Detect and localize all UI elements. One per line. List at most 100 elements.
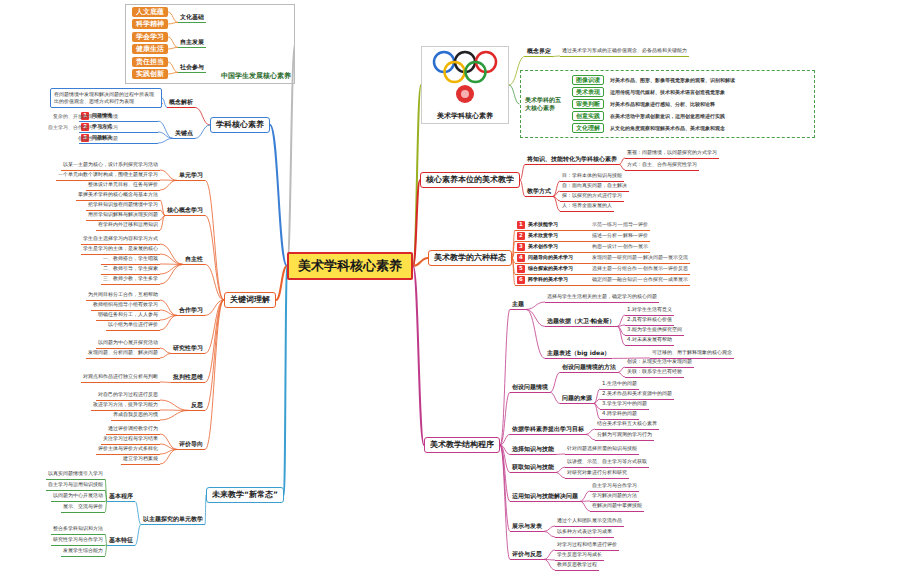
topic-text: 自主学习与运用知识技能: [48, 481, 103, 487]
topic-text: 以小组为单位进行评价: [108, 321, 158, 327]
topic-text: 选题依据（大卫·帕金斯）: [547, 317, 615, 324]
note-label: 自主学习、合作学习、探究学习: [48, 124, 118, 131]
topic-text: 审美判断: [572, 99, 604, 109]
branch-line: [168, 72, 178, 74]
topic-text: 以问题为中心开展活动: [53, 492, 103, 498]
leaf-topic: 选择与学生生活相关的主题，确定学习的核心问题: [545, 293, 659, 302]
branch-line: [160, 310, 177, 315]
central-topic: 美术学科核心素养: [287, 252, 413, 281]
topic-text: 学生自主选择学习内容和学习方式: [83, 235, 158, 241]
topic-text: 教师组织与指导小组有效学习: [93, 301, 158, 307]
topic-text: 美术学科核心素养: [437, 112, 493, 120]
topic-text: 运用传统与现代媒材、技术和美术语言创造视觉形象: [610, 89, 725, 95]
topic-text: 美术学科核心素养: [298, 258, 402, 273]
subtopic: 合作学习: [177, 306, 205, 316]
branch-line: [105, 545, 107, 556]
branch-line: [158, 121, 173, 138]
leaf-topic: 创设：从现实生活中发现问题: [625, 358, 694, 367]
leaf-topic: 分解为可观测的学习行为: [595, 431, 654, 440]
topic-text: 健康生活: [136, 45, 164, 53]
branch-line: [160, 300, 177, 315]
topic-text: 目：学科本体的知识与技能: [562, 172, 622, 178]
leaf-topic: 三、教师少教，学生多学: [101, 275, 160, 284]
branch-line: [413, 266, 424, 445]
branch-line: [158, 132, 173, 138]
subtopic: 选题依据（大卫·帕金斯）: [545, 317, 617, 327]
topic-text: 图像识读: [572, 75, 604, 85]
topic-text: 基本程序: [109, 492, 133, 499]
subtopic: 核心概念学习: [165, 206, 205, 216]
leaf-topic: 教师组织与指导小组有效学习: [91, 301, 160, 310]
subtopic: 获取知识与技能: [510, 463, 556, 473]
topic-text: 自主发展: [180, 38, 204, 45]
branch-line: [160, 215, 165, 230]
branch-line: [553, 191, 560, 196]
subtopic: 问题的来源: [560, 394, 594, 404]
topic-text: 跨学科的美术学习: [528, 276, 588, 283]
topic-text: 建立学习档案袋: [123, 455, 158, 461]
subtopic: 社会参与: [178, 63, 206, 73]
topic-text: 6: [517, 276, 525, 283]
topic-text: 2.具有学科核心价值: [627, 316, 672, 322]
subtopic: 基本特征: [107, 536, 135, 546]
branch-line: [168, 12, 178, 22]
topic-text: 问题的来源: [562, 394, 592, 401]
branch-line: [160, 353, 171, 358]
branch-line: [284, 266, 287, 495]
topic-text: 运用知识与技能解决问题: [512, 492, 578, 499]
topic-text: 通过评价调控教学行为: [108, 425, 158, 431]
branch-line: [500, 434, 510, 445]
topic-text: 方式：自主、合作与探究性学习: [627, 161, 697, 167]
topic-text: 对研究对象进行分析和研究: [567, 469, 627, 475]
branch-line: [553, 56, 560, 57]
leaf-topic: 关联：联系学生已有经验: [625, 368, 684, 377]
topic-text: 文化理解: [572, 123, 604, 133]
topic-text: 将知识、技能转化为学科核心素养: [527, 155, 617, 162]
leaf-topic: 通过个人和团队展示交流作品: [555, 517, 624, 526]
branch-line: [500, 392, 510, 445]
topic-text: 以问题为中心展开探究活动: [98, 339, 158, 345]
topic-text: 单元学习: [179, 171, 203, 178]
leaf-topic: 探：以探究的方式进行学习: [560, 192, 624, 201]
ring: [466, 62, 486, 82]
branch-line: [160, 382, 171, 383]
topic-text: 评价主体与评价方式多样化: [98, 445, 158, 451]
topic-text: 对美术作品和现象进行感知、分析、比较和诠释: [610, 101, 715, 107]
subtopic: 依据学科素养提出学习目标: [510, 425, 586, 435]
topic-text: 4: [517, 254, 525, 261]
literacy-item: 创意实践在美术活动中形成创新意识，运用创意思维进行实践: [572, 111, 725, 121]
branch-line: [526, 309, 545, 326]
topic-text: 针对问题选择所需的知识与技能: [567, 445, 637, 451]
topic-text: 把学科知识放在问题情境中学习: [88, 201, 158, 207]
branch-line: [526, 302, 545, 309]
subtopic: 概念解析: [167, 98, 195, 108]
leaf-topic: 在学科内外迁移和运用知识: [96, 221, 160, 230]
leaf-topic: 2.美术作品和美术资源中的问题: [600, 390, 674, 399]
topic-text: 获取知识与技能: [512, 463, 554, 470]
topic-text: 构思—设计—创作—展示: [592, 243, 648, 249]
ring: [445, 62, 465, 82]
note-label: 复杂的、开放的现实生活情境: [53, 113, 118, 120]
leaf-topic: 针对问题选择所需的知识与技能: [565, 445, 639, 454]
subtopic: 展示与发表: [510, 522, 544, 532]
topic-text: 在解决问题中掌握技能: [592, 502, 642, 508]
topic-text: 核心素养本位的美术教学: [426, 175, 514, 184]
topic-text: 自：面向真实问题，自主解决: [562, 182, 627, 188]
numbered-item: 5综合探索的美术学习选择主题—分组合作—创作展示—评价反思: [515, 265, 690, 274]
literacy-tag: 责任担当: [132, 57, 168, 67]
branch-line: [556, 472, 565, 478]
topic-text: 通过个人和团队展示交流作品: [557, 517, 622, 523]
leaf-topic: 发现问题、分析问题、解决问题: [86, 349, 160, 358]
leaf-topic: 2.具有学科核心价值: [625, 316, 674, 325]
group-box: 美术学科的五大核心素养图像识读对美术作品、图形、影像等视觉形象的观看、识别和解读…: [520, 70, 815, 138]
subtopic: 评价导向: [177, 440, 205, 450]
note-text: 创造性地解决问题: [78, 135, 118, 141]
topic-text: 评价与反思: [512, 550, 542, 557]
literacy-item: 美术表现运用传统与现代媒材、技术和美术语言创造视觉形象: [572, 87, 725, 97]
leaf-topic: 学生自主选择学习内容和学习方式: [81, 235, 160, 244]
subtopic: 关键点: [173, 129, 195, 139]
branch-line: [500, 445, 510, 559]
leaf-topic: 对自己的学习过程进行反思: [96, 391, 160, 400]
topic-text: 创意实践: [572, 111, 604, 121]
topic-text: 概念解析: [169, 98, 193, 105]
